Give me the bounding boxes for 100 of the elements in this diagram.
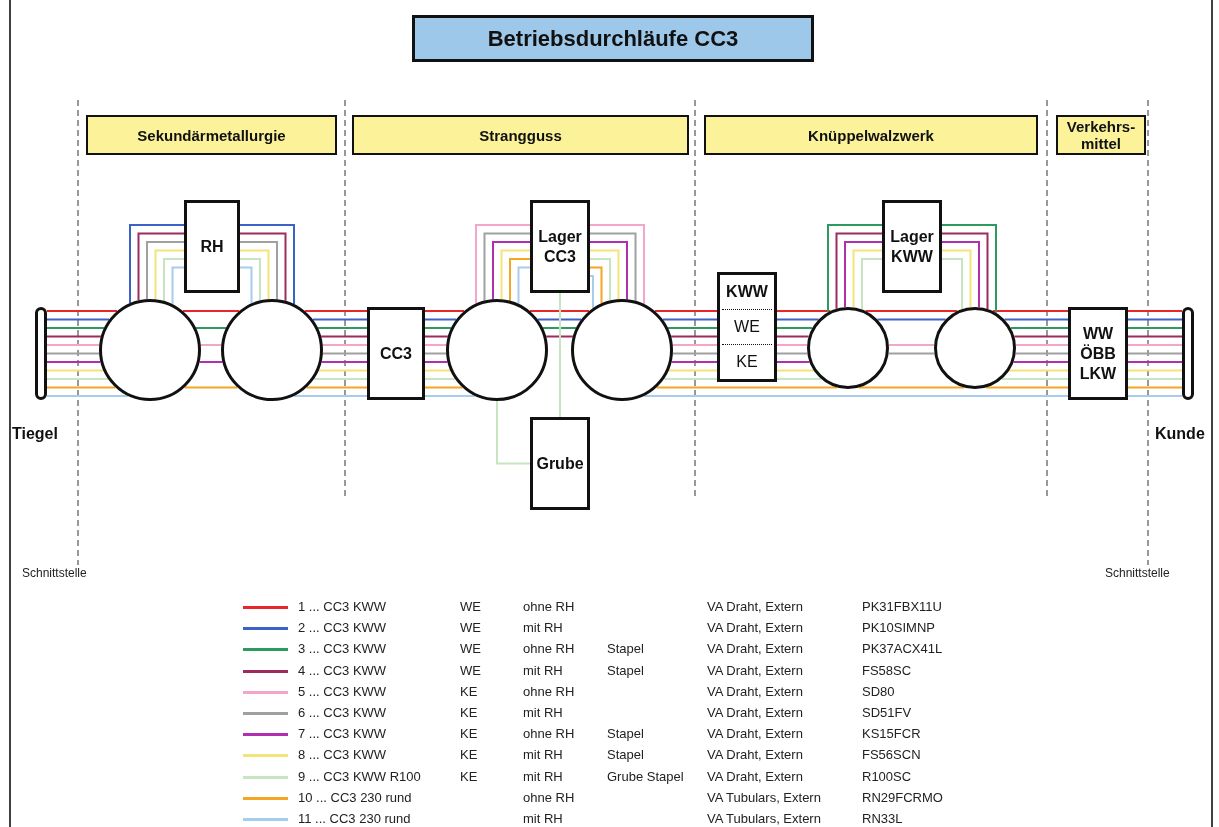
route-line: [653, 310, 718, 312]
route-line: [46, 352, 101, 355]
route-line: [776, 310, 832, 312]
table-text: PK10SIMNP: [862, 620, 935, 636]
section-band: Sekundärmetallurgie: [86, 115, 337, 155]
route-line: [424, 395, 476, 397]
route-line: [239, 258, 261, 302]
route-line: [941, 224, 997, 314]
route-line: [974, 395, 1069, 397]
route-line: [776, 344, 809, 346]
end-label: Tiegel: [12, 425, 58, 443]
table-text: ohne RH: [523, 599, 575, 614]
route-line: [667, 369, 718, 372]
route-line: [1127, 344, 1183, 346]
route-line: [195, 327, 227, 329]
table-text: Stapel: [607, 662, 644, 678]
table-text: PK31FBX11U: [862, 599, 942, 614]
route-line: [46, 335, 102, 338]
route-line: [1014, 344, 1069, 346]
route-line: [154, 249, 185, 301]
route-line: [1127, 386, 1183, 389]
section-band: Verkehrs-mittel: [1056, 115, 1146, 155]
route-line: [424, 386, 464, 389]
route-line: [776, 327, 814, 329]
route-line: [46, 378, 110, 380]
stacked-box: [717, 272, 777, 382]
legend-label: 6 ... CC3 KWW: [298, 705, 387, 720]
route-line: [1127, 318, 1183, 321]
route-line: [475, 224, 531, 305]
table-text: KE: [460, 768, 478, 784]
process-box: WW ÖBB LKW: [1068, 307, 1128, 400]
table-text: Stapel: [607, 747, 644, 763]
route-line: [589, 275, 594, 310]
table-text: SD51FV: [862, 705, 912, 720]
table-text: VA Tubulars, Extern: [707, 789, 821, 805]
table-text: VA Draht, Extern: [707, 768, 803, 784]
route-line: [1013, 335, 1069, 338]
table-text: ohne RH: [523, 789, 575, 805]
legend-label: 11 ... CC3 230 rund: [298, 811, 411, 826]
route-line: [670, 361, 718, 363]
route-line: [589, 266, 603, 305]
route-line: [517, 266, 531, 305]
route-line: [320, 361, 368, 363]
route-line: [500, 249, 531, 301]
table-text: VA Draht, Extern: [707, 662, 803, 678]
route-line: [46, 369, 105, 372]
table-text: WE: [460, 641, 481, 657]
route-line: [776, 318, 820, 321]
route-line: [1127, 369, 1183, 372]
route-line: [137, 232, 185, 302]
route-line: [589, 232, 637, 302]
table-text: VA Draht, Extern: [707, 599, 803, 614]
route-line: [181, 310, 241, 312]
route-line: [589, 241, 628, 301]
legend-label: 10 ... CC3 230 rund: [298, 789, 412, 805]
route-line: [321, 352, 368, 355]
table-text: mit RH: [523, 705, 563, 720]
route-line: [171, 266, 185, 306]
table-text: VA Draht, Extern: [707, 726, 803, 742]
table-text: R100SC: [862, 768, 912, 784]
table-text: Stapel: [607, 641, 644, 657]
route-line: [303, 310, 368, 312]
route-line: [1009, 327, 1069, 329]
box-label: WE: [722, 309, 772, 344]
route-line: [163, 258, 185, 302]
table-text: VA Draht, Extern: [707, 705, 803, 720]
route-line: [861, 258, 883, 311]
route-line: [776, 361, 811, 363]
table-text: VA Draht, Extern: [707, 620, 803, 636]
legend-label: 8 ... CC3 KWW: [298, 747, 387, 763]
table-text: mit RH: [523, 768, 563, 784]
route-line: [746, 395, 849, 397]
end-bar: [35, 307, 47, 400]
route-line: [528, 310, 591, 312]
route-line: [589, 224, 645, 305]
table-text: VA Draht, Extern: [707, 683, 803, 699]
route-line: [239, 249, 270, 301]
route-line: [661, 318, 718, 321]
route-line: [1127, 395, 1183, 397]
table-text: Stapel: [607, 726, 644, 742]
route-line: [239, 224, 295, 305]
table-text: WE: [460, 599, 481, 614]
route-line: [858, 386, 965, 389]
route-line: [1127, 361, 1183, 363]
route-line: [542, 327, 577, 329]
route-line: [293, 395, 368, 397]
route-line: [424, 378, 457, 380]
table-text: mit RH: [523, 620, 563, 636]
route-line: [424, 310, 466, 312]
route-line: [424, 352, 448, 355]
route-line: [1014, 352, 1069, 355]
route-line: [239, 241, 278, 301]
table-text: ohne RH: [523, 683, 575, 699]
table-text: SD80: [862, 683, 895, 699]
route-line: [320, 335, 368, 338]
box-label: KE: [722, 344, 772, 379]
process-box: Lager CC3: [530, 200, 590, 293]
route-line: [776, 335, 810, 338]
box-label: KWW: [725, 282, 769, 302]
section-band: Strangguss: [352, 115, 689, 155]
